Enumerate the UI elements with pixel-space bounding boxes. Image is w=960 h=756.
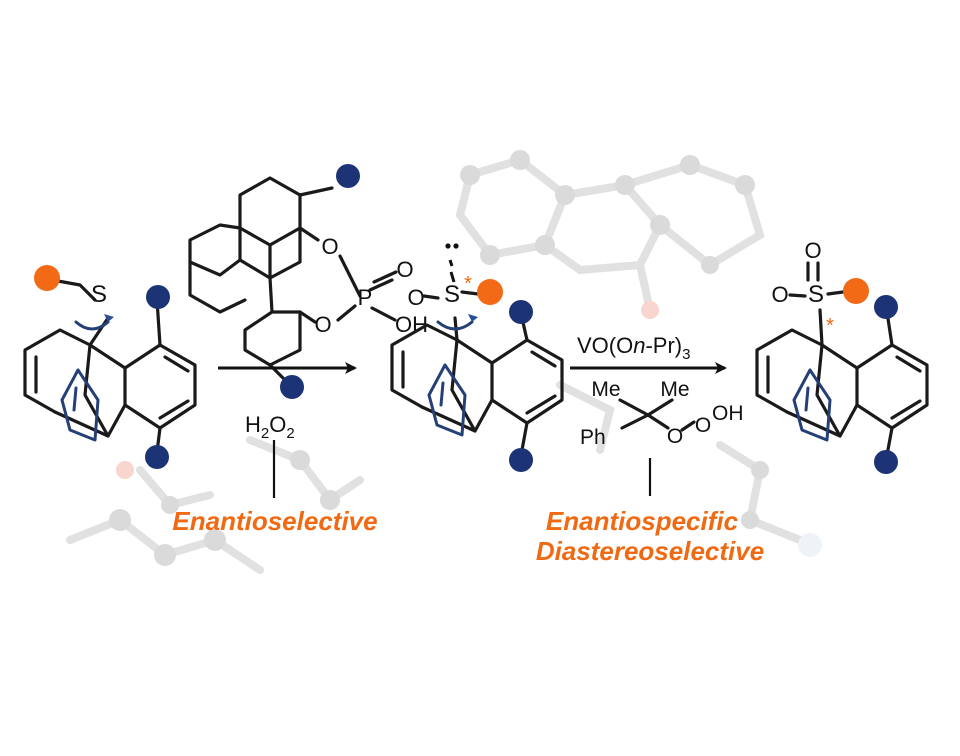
substituent-navy-sphere-icon [145,445,169,469]
molecule-sulfoxide: O S * [390,243,564,472]
stereo-star: * [826,315,834,337]
atom-o: O [771,282,788,307]
substituent-navy-sphere-icon [509,300,533,324]
molecule-thioether: S [23,265,197,469]
rotation-arrow-icon [436,320,474,331]
label-oh: OH [712,402,744,425]
atom-o: O [667,425,683,448]
label-me: Me [591,378,620,401]
substituent-navy-sphere-icon [280,375,304,399]
label-ph: Ph [580,426,606,449]
substituent-navy-sphere-icon [336,164,360,188]
molecule-sulfone: O O S * [755,238,929,474]
substituent-orange-sphere-icon [843,278,869,304]
atom-o: O [314,312,331,337]
rotation-arrow-icon [74,320,110,331]
atom-s: S [808,281,824,308]
atom-o: O [407,285,424,310]
atom-s: S [91,281,107,308]
label-me: Me [660,378,689,401]
substituent-navy-sphere-icon [509,448,533,472]
atom-o: O [321,234,338,259]
atom-o: O [695,414,711,437]
label-enantioselective: Enantioselective [172,506,377,536]
atom-s: S [444,281,460,308]
reaction-arrow-2: VO(On-Pr)3 Me Me Ph O O OH Enantiospecif… [536,333,764,566]
substituent-navy-sphere-icon [146,285,170,309]
catalyst-phosphoric-acid: O P O O OH [188,164,428,399]
label-enantiospecific: Enantiospecific [546,506,739,536]
reagent-h2o2: H2O2 [245,412,295,442]
reagent-cumene-hydroperoxide: Me Me Ph O O OH [580,378,744,449]
substituent-orange-sphere-icon [34,265,60,291]
background-molecular-model [0,150,960,583]
atom-o: O [396,257,413,282]
substituent-orange-sphere-icon [477,279,503,305]
substituent-navy-sphere-icon [874,450,898,474]
atom-o: O [804,238,821,263]
stereo-star: * [464,273,472,295]
reagent-vo-opr3: VO(On-Pr)3 [577,333,690,363]
substituent-navy-sphere-icon [874,295,898,319]
atom-p: P [358,285,373,310]
reaction-arrow-1: H2O2 Enantioselective [172,362,378,536]
label-diastereoselective: Diastereoselective [536,536,764,566]
